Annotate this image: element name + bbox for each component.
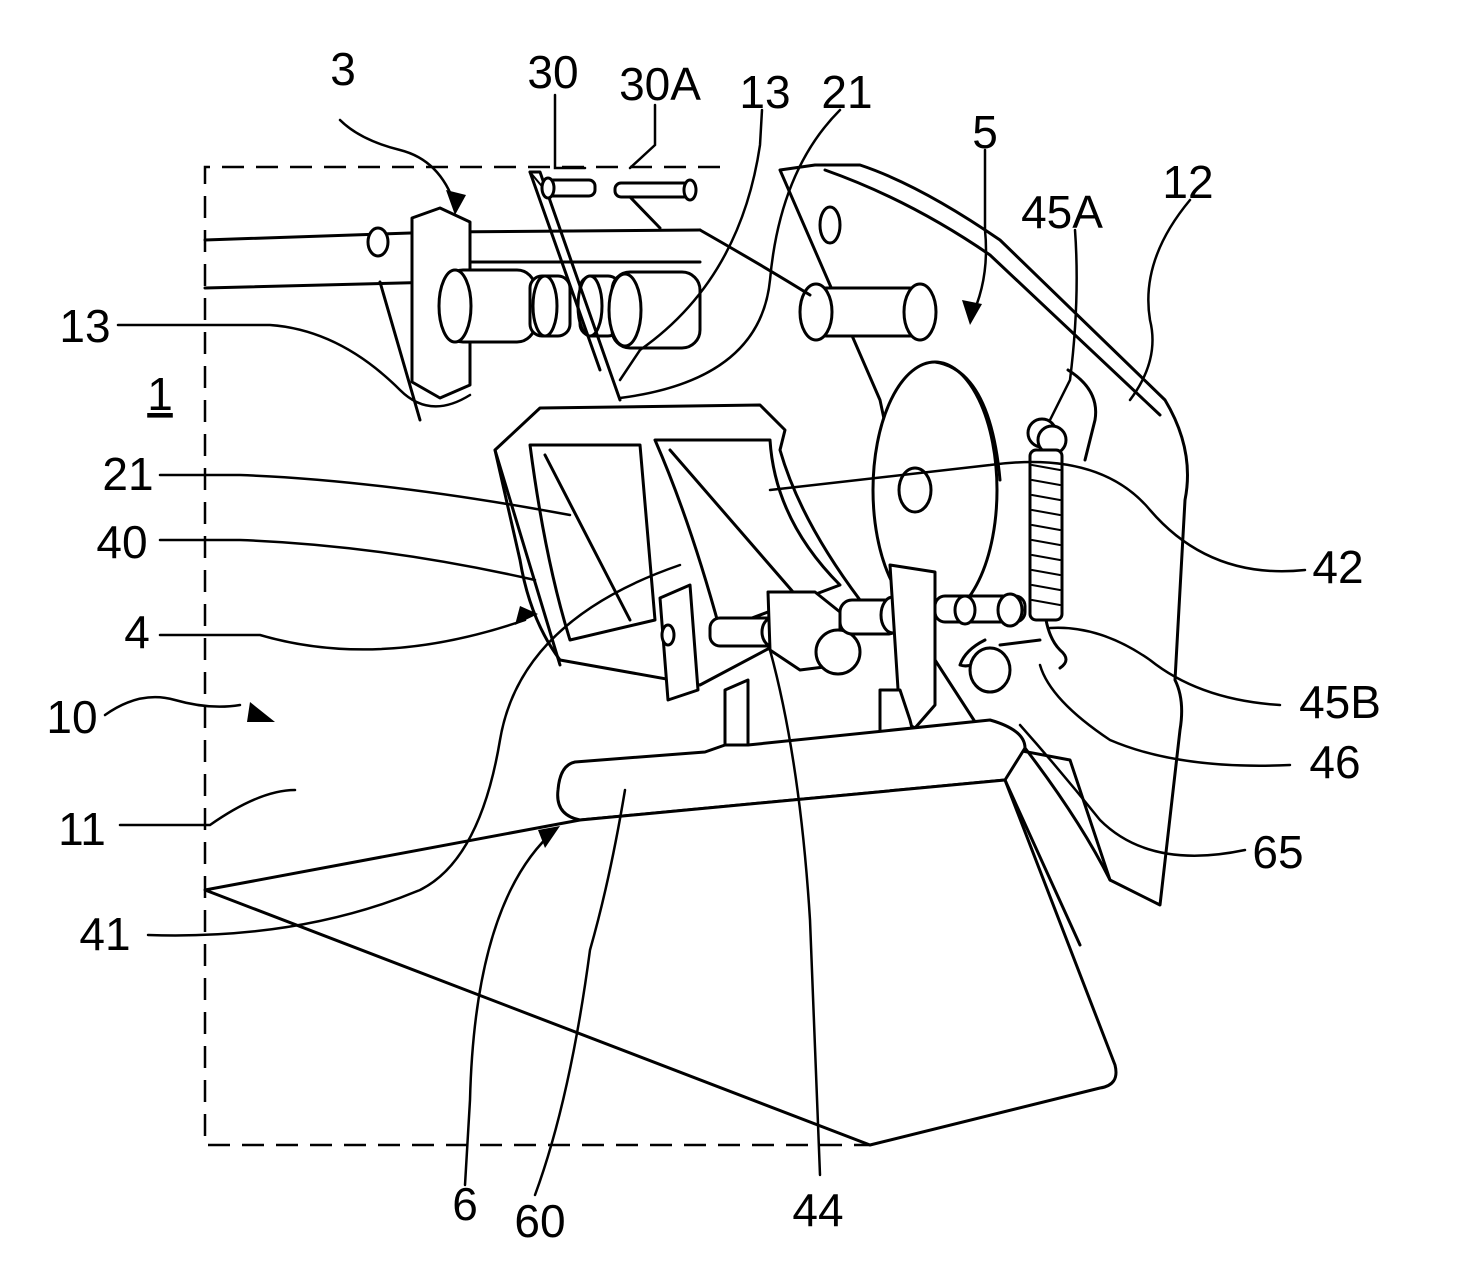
label-10: 10 — [46, 691, 97, 743]
label-30: 30 — [527, 46, 578, 98]
label-60: 60 — [514, 1195, 565, 1247]
label-12: 12 — [1162, 156, 1213, 208]
label-5: 5 — [972, 106, 998, 158]
pin-30 — [542, 178, 595, 198]
label-13-left: 13 — [59, 300, 110, 352]
label-4: 4 — [124, 606, 150, 658]
label-11: 11 — [58, 803, 106, 855]
handle-6 — [205, 680, 1116, 1145]
label-1: 1 — [147, 368, 173, 420]
shaft-assembly-3 — [205, 208, 700, 420]
label-41: 41 — [79, 908, 130, 960]
label-40: 40 — [96, 516, 147, 568]
label-42: 42 — [1312, 541, 1363, 593]
label-6: 6 — [452, 1178, 478, 1230]
label-30a: 30A — [619, 58, 701, 110]
label-13-top: 13 — [739, 66, 790, 118]
pin-30a — [615, 180, 696, 228]
label-3: 3 — [330, 43, 356, 95]
label-44: 44 — [792, 1184, 843, 1236]
label-21-top: 21 — [821, 66, 872, 118]
label-21-left: 21 — [102, 448, 153, 500]
label-45a: 45A — [1021, 186, 1103, 238]
label-65: 65 — [1252, 826, 1303, 878]
label-45b: 45B — [1299, 676, 1381, 728]
label-46: 46 — [1309, 736, 1360, 788]
